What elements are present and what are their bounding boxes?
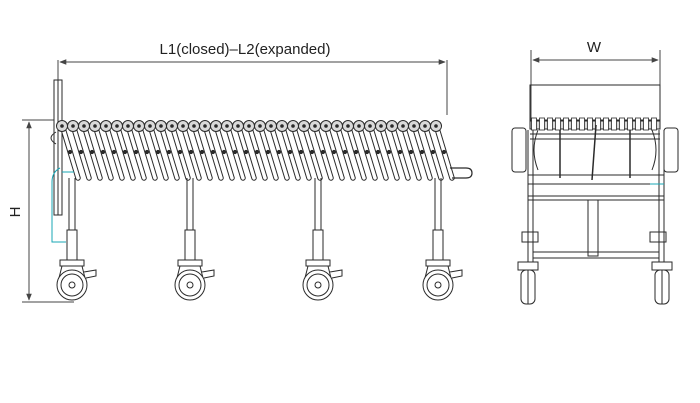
leg-caster: [422, 178, 463, 301]
pivot-pin: [419, 149, 425, 155]
pivot-pin: [188, 149, 194, 155]
cable-accent: [51, 167, 74, 243]
end-roller: [555, 117, 561, 131]
pivot-pin: [386, 149, 392, 155]
caster-brake: [449, 269, 463, 279]
height-dimension-label: H: [7, 207, 24, 218]
end-roller: [619, 117, 625, 131]
length-dimension-label: L1(closed)–L2(expanded): [160, 41, 331, 58]
end-right-caster: [651, 261, 673, 305]
end-roller: [595, 117, 601, 131]
end-roller: [611, 117, 617, 131]
pivot-pin: [155, 149, 161, 155]
end-roller: [547, 117, 553, 131]
end-roller: [643, 117, 649, 131]
end-roller: [651, 117, 657, 131]
pivot-pin: [353, 149, 359, 155]
pivot-pin: [287, 149, 293, 155]
pivot-pin: [298, 149, 304, 155]
pivot-pin: [111, 149, 117, 155]
length-dimension: L1(closed)–L2(expanded): [57, 41, 448, 115]
pivot-pin: [276, 149, 282, 155]
pivot-pin: [232, 149, 238, 155]
end-left-caster: [517, 261, 539, 305]
pivot-pin: [78, 149, 84, 155]
caster-brake: [201, 269, 215, 279]
leg-caster: [302, 178, 343, 301]
end-roller: [587, 117, 593, 131]
end-roller: [539, 117, 545, 131]
pivot-pin: [166, 149, 172, 155]
end-hook: [450, 167, 473, 179]
pivot-pin: [441, 149, 447, 155]
pivot-pin: [243, 149, 249, 155]
left-guide-rail: [511, 127, 527, 173]
end-roller: [571, 117, 577, 131]
pivot-pin: [144, 149, 150, 155]
end-roller: [579, 117, 585, 131]
end-roller: [531, 117, 537, 131]
pivot-pin: [364, 149, 370, 155]
pivot-pin: [254, 149, 260, 155]
pivot-pin: [320, 149, 326, 155]
leg-caster: [174, 178, 215, 301]
pivot-pin: [199, 149, 205, 155]
end-roller-band: [529, 117, 661, 140]
pivot-pin: [309, 149, 315, 155]
pivot-pin: [100, 149, 106, 155]
pivot-pin: [89, 149, 95, 155]
pivot-pin: [210, 149, 216, 155]
width-dimension-label: W: [587, 39, 602, 56]
side-view: L1(closed)–L2(expanded) H: [7, 41, 473, 303]
pivot-pin: [331, 149, 337, 155]
pivot-pin: [133, 149, 139, 155]
pivot-pin: [221, 149, 227, 155]
end-post: [50, 79, 63, 216]
pivot-pin: [430, 149, 436, 155]
pivot-pin: [67, 149, 73, 155]
right-guide-rail: [663, 127, 679, 173]
leg-caster: [56, 178, 97, 301]
end-frame-top: [529, 84, 661, 121]
roller-row: [56, 120, 442, 132]
end-roller: [603, 117, 609, 131]
pivot-pin: [397, 149, 403, 155]
pivot-pin: [408, 149, 414, 155]
caster-brake: [83, 269, 97, 279]
pivot-pin: [375, 149, 381, 155]
end-roller: [635, 117, 641, 131]
caster-brake: [329, 269, 343, 279]
scissor-linkage: [59, 122, 455, 181]
pivot-pin: [265, 149, 271, 155]
end-roller: [563, 117, 569, 131]
end-view: W: [511, 39, 679, 305]
width-dimension: W: [530, 39, 661, 120]
pivot-pin: [342, 149, 348, 155]
pivot-pin: [177, 149, 183, 155]
pivot-pin: [122, 149, 128, 155]
end-roller: [627, 117, 633, 131]
legs-with-casters: [56, 178, 463, 301]
